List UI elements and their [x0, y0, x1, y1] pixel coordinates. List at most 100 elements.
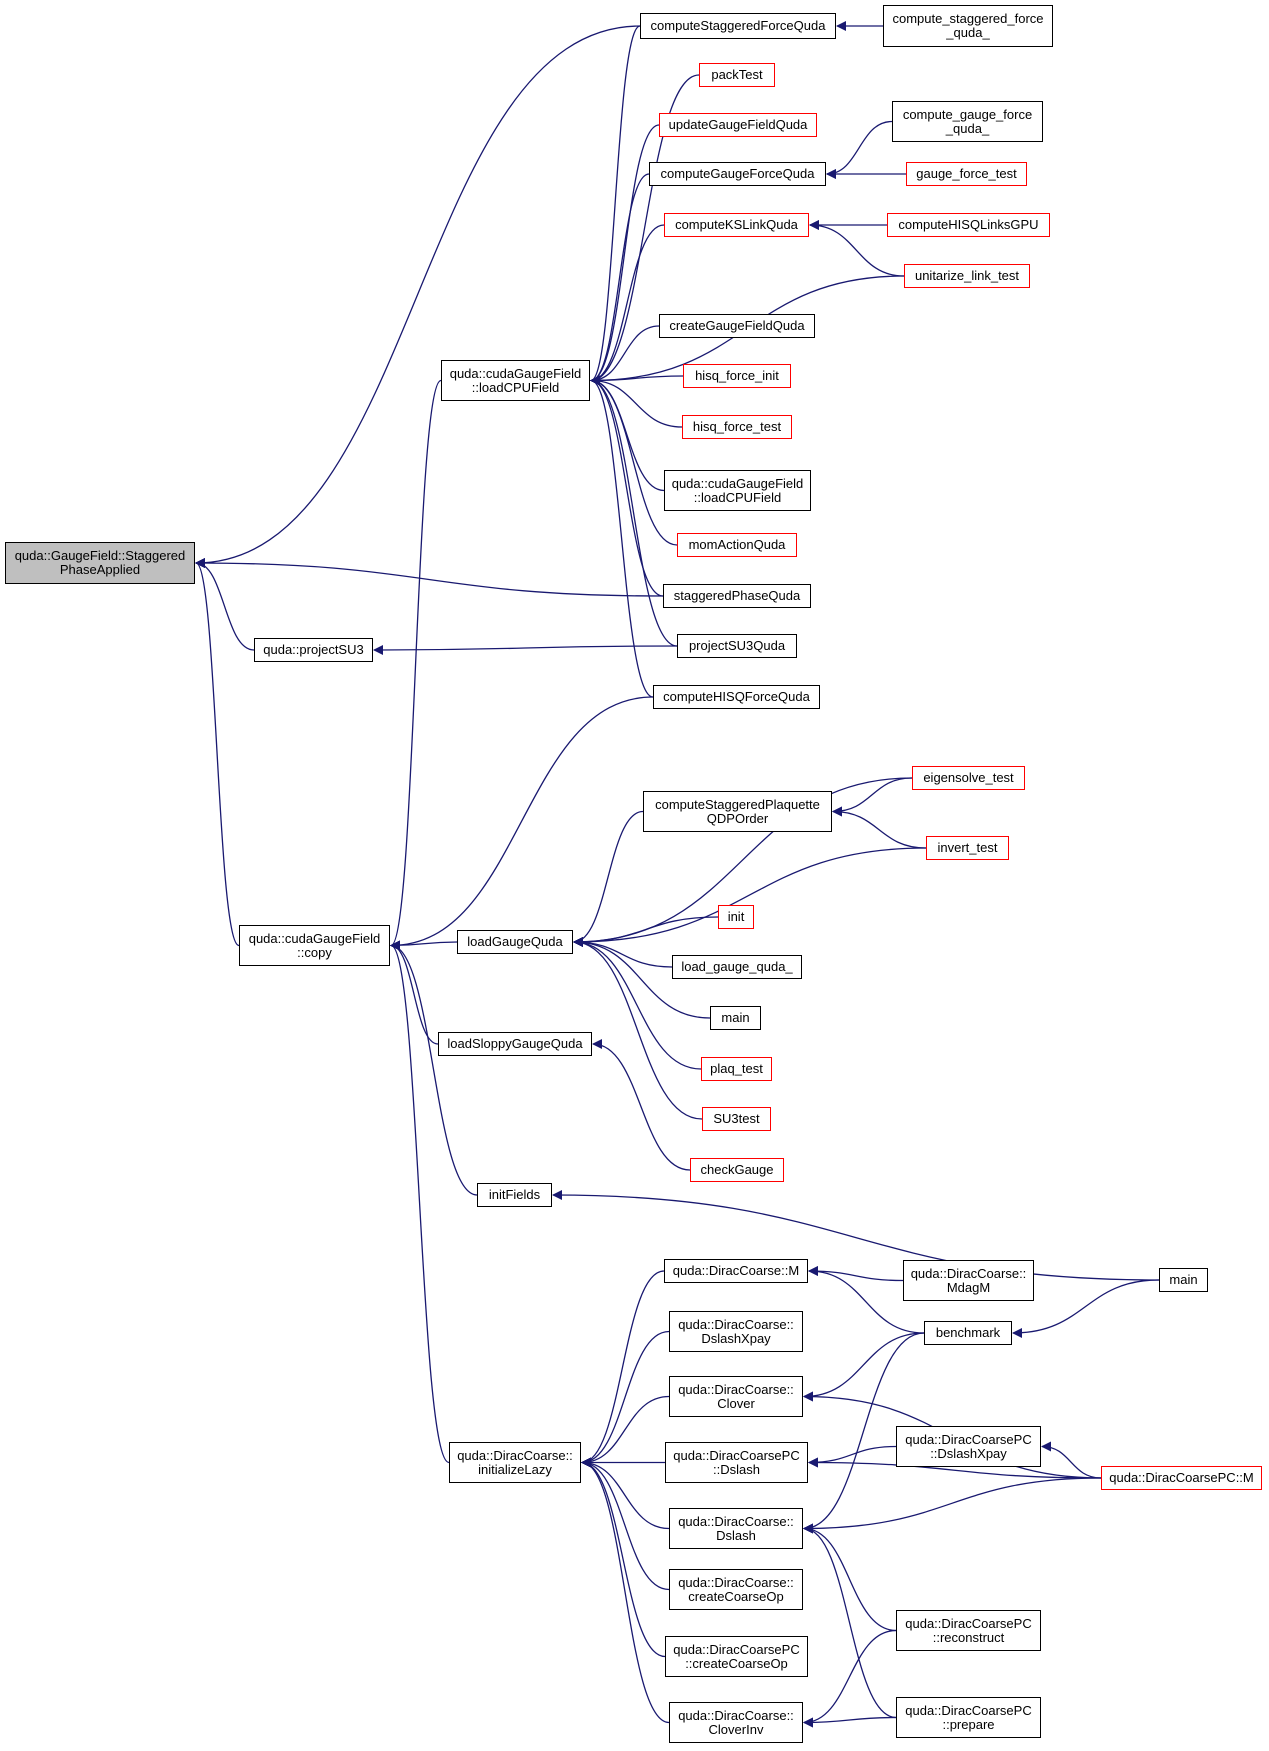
graph-node-computehisqlinksgpu[interactable]: computeHISQLinksGPU	[887, 213, 1050, 237]
call-edge-n41-n44	[581, 1457, 670, 1530]
call-edge-n40-n43	[1041, 1441, 1102, 1479]
graph-node-unitarize-link-test[interactable]: unitarize_link_test	[904, 264, 1030, 288]
call-edge-n48-n49	[803, 1716, 897, 1728]
call-edge-n25-n22	[573, 810, 644, 947]
graph-node-computekslinkquda[interactable]: computeKSLinkQuda	[664, 213, 809, 237]
graph-node-su3test[interactable]: SU3test	[702, 1107, 771, 1131]
graph-node-loadgaugequda[interactable]: loadGaugeQuda	[457, 930, 573, 954]
call-edge-n3-n41	[390, 940, 450, 1464]
call-edge-n39-n37	[803, 1332, 925, 1402]
call-edge-n44-n37	[803, 1332, 925, 1534]
graph-node-checkgauge[interactable]: checkGauge	[690, 1158, 784, 1182]
call-edge-n22-n23	[832, 777, 913, 817]
call-edge-n48-n46	[803, 1629, 897, 1728]
call-edge-n3-n25	[390, 940, 458, 951]
call-edge-n41-n45	[581, 1457, 670, 1591]
call-edge-n0-n2	[195, 558, 255, 651]
graph-node-quda-cudagaugefield-loadcpufield[interactable]: quda::cudaGaugeField ::loadCPUField	[664, 470, 811, 511]
graph-node-quda-diraccoarsepc-dslash[interactable]: quda::DiracCoarsePC ::Dslash	[665, 1442, 808, 1483]
call-edge-n25-n29	[573, 937, 702, 1070]
graph-node-creategaugefieldquda[interactable]: createGaugeFieldQuda	[659, 314, 815, 338]
graph-node-computestaggeredforcequda[interactable]: computeStaggeredForceQuda	[640, 13, 836, 39]
graph-node-plaq-test[interactable]: plaq_test	[701, 1057, 772, 1081]
graph-node-compute-staggered-force-quda[interactable]: compute_staggered_force _quda_	[883, 5, 1053, 47]
call-edge-n33-n34	[552, 1190, 1160, 1281]
graph-node-quda-cudagaugefield-copy[interactable]: quda::cudaGaugeField ::copy	[239, 925, 390, 966]
call-edge-n41-n35	[581, 1270, 665, 1468]
graph-node-quda-projectsu3[interactable]: quda::projectSU3	[254, 638, 373, 662]
graph-node-updategaugefieldquda[interactable]: updateGaugeFieldQuda	[659, 113, 817, 137]
call-edge-n35-n36	[808, 1266, 904, 1282]
call-edge-n44-n43	[803, 1477, 1102, 1534]
call-edge-n1-n14	[590, 325, 660, 386]
call-edge-n31-n32	[592, 1039, 691, 1171]
call-edge-n11-n13	[809, 220, 905, 277]
graph-node-projectsu3quda[interactable]: projectSU3Quda	[677, 634, 797, 658]
call-edge-n44-n49	[803, 1523, 897, 1719]
graph-node-initfields[interactable]: initFields	[477, 1183, 552, 1207]
call-edge-n3-n21	[390, 696, 654, 951]
graph-node-gauge-force-test[interactable]: gauge_force_test	[906, 162, 1027, 186]
graph-node-quda-diraccoarse-dslashxpay[interactable]: quda::DiracCoarse:: DslashXpay	[669, 1311, 803, 1352]
call-edge-n41-n39	[581, 1395, 670, 1468]
call-edge-n0-n3	[195, 558, 240, 947]
graph-node-quda-diraccoarse-cloverinv[interactable]: quda::DiracCoarse:: CloverInv	[669, 1702, 803, 1743]
call-edge-n1-n8	[590, 173, 650, 386]
graph-node-main[interactable]: main	[1159, 1268, 1208, 1292]
graph-node-quda-diraccoarse-mdagm[interactable]: quda::DiracCoarse:: MdagM	[903, 1260, 1034, 1301]
graph-node-quda-diraccoarsepc-prepare[interactable]: quda::DiracCoarsePC ::prepare	[896, 1697, 1041, 1738]
call-edge-n22-n24	[832, 806, 927, 849]
graph-node-computegaugeforcequda[interactable]: computeGaugeForceQuda	[649, 162, 826, 186]
call-edge-n42-n40	[808, 1445, 897, 1468]
graph-node-momactionquda[interactable]: momActionQuda	[677, 533, 797, 557]
graph-node-benchmark[interactable]: benchmark	[924, 1321, 1012, 1345]
call-edge-n2-n20	[373, 644, 678, 655]
call-edge-n1-n21	[590, 375, 654, 698]
graph-node-init[interactable]: init	[718, 905, 754, 929]
call-edge-n25-n24	[573, 847, 927, 947]
call-edge-n1-n11	[590, 224, 665, 386]
graph-node-invert-test[interactable]: invert_test	[926, 836, 1009, 860]
call-edge-n0-n4	[195, 25, 641, 568]
graph-node-quda-diraccoarsepc-dslashxpay[interactable]: quda::DiracCoarsePC ::DslashXpay	[896, 1426, 1041, 1467]
graph-node-hisq-force-init[interactable]: hisq_force_init	[683, 364, 791, 388]
call-edge-n37-n34	[1012, 1279, 1160, 1338]
call-edge-n41-n38	[581, 1330, 670, 1468]
graph-node-quda-diraccoarse-initializelazy[interactable]: quda::DiracCoarse:: initializeLazy	[449, 1442, 581, 1483]
graph-node-eigensolve-test[interactable]: eigensolve_test	[912, 766, 1025, 790]
graph-node-compute-gauge-force-quda[interactable]: compute_gauge_force _quda_	[892, 101, 1043, 142]
call-edge-n1-n4	[590, 25, 641, 386]
graph-node-hisq-force-test[interactable]: hisq_force_test	[682, 415, 792, 439]
graph-node-quda-cudagaugefield-loadcpufield[interactable]: quda::cudaGaugeField ::loadCPUField	[441, 360, 590, 401]
call-edge-n8-n9	[826, 120, 893, 179]
call-edge-n1-n16	[590, 375, 683, 428]
call-edge-n25-n30	[573, 937, 703, 1120]
call-edge-n0-n19	[195, 558, 664, 597]
graph-node-quda-diraccoarse-m[interactable]: quda::DiracCoarse::M	[664, 1259, 808, 1283]
call-edge-n44-n46	[803, 1523, 897, 1632]
graph-node-computehisqforcequda[interactable]: computeHISQForceQuda	[653, 685, 820, 709]
call-edge-n3-n1	[390, 379, 442, 951]
graph-node-quda-diraccoarse-clover[interactable]: quda::DiracCoarse:: Clover	[669, 1376, 803, 1417]
call-edge-n1-n20	[590, 375, 678, 647]
call-edge-n1-n15	[590, 375, 684, 386]
graph-node-quda-diraccoarse-createcoarseop[interactable]: quda::DiracCoarse:: createCoarseOp	[669, 1569, 803, 1610]
graph-node-loadsloppygaugequda[interactable]: loadSloppyGaugeQuda	[438, 1032, 592, 1056]
call-edge-n25-n26	[573, 916, 719, 947]
graph-node-quda-diraccoarsepc-reconstruct[interactable]: quda::DiracCoarsePC ::reconstruct	[896, 1610, 1041, 1651]
call-edge-n41-n47	[581, 1457, 666, 1658]
call-edge-n3-n33	[390, 940, 478, 1196]
graph-node-packtest[interactable]: packTest	[699, 63, 775, 87]
call-edge-n1-n19	[590, 375, 664, 597]
graph-node-quda-gaugefield-staggered-phaseapplied[interactable]: quda::GaugeField::Staggered PhaseApplied	[5, 542, 195, 584]
graph-node-quda-diraccoarsepc-m[interactable]: quda::DiracCoarsePC::M	[1101, 1466, 1262, 1490]
graph-node-quda-diraccoarse-dslash[interactable]: quda::DiracCoarse:: Dslash	[669, 1508, 803, 1549]
call-edge-n1-n6	[590, 74, 700, 386]
call-edge-n41-n48	[581, 1457, 670, 1724]
graph-node-quda-diraccoarsepc-createcoarseop[interactable]: quda::DiracCoarsePC ::createCoarseOp	[665, 1636, 808, 1677]
graph-node-load-gauge-quda[interactable]: load_gauge_quda_	[672, 955, 802, 979]
graph-node-computestaggeredplaquette-qdporder[interactable]: computeStaggeredPlaquette QDPOrder	[643, 791, 832, 832]
graph-node-staggeredphasequda[interactable]: staggeredPhaseQuda	[663, 584, 811, 608]
graph-node-main[interactable]: main	[710, 1006, 761, 1030]
